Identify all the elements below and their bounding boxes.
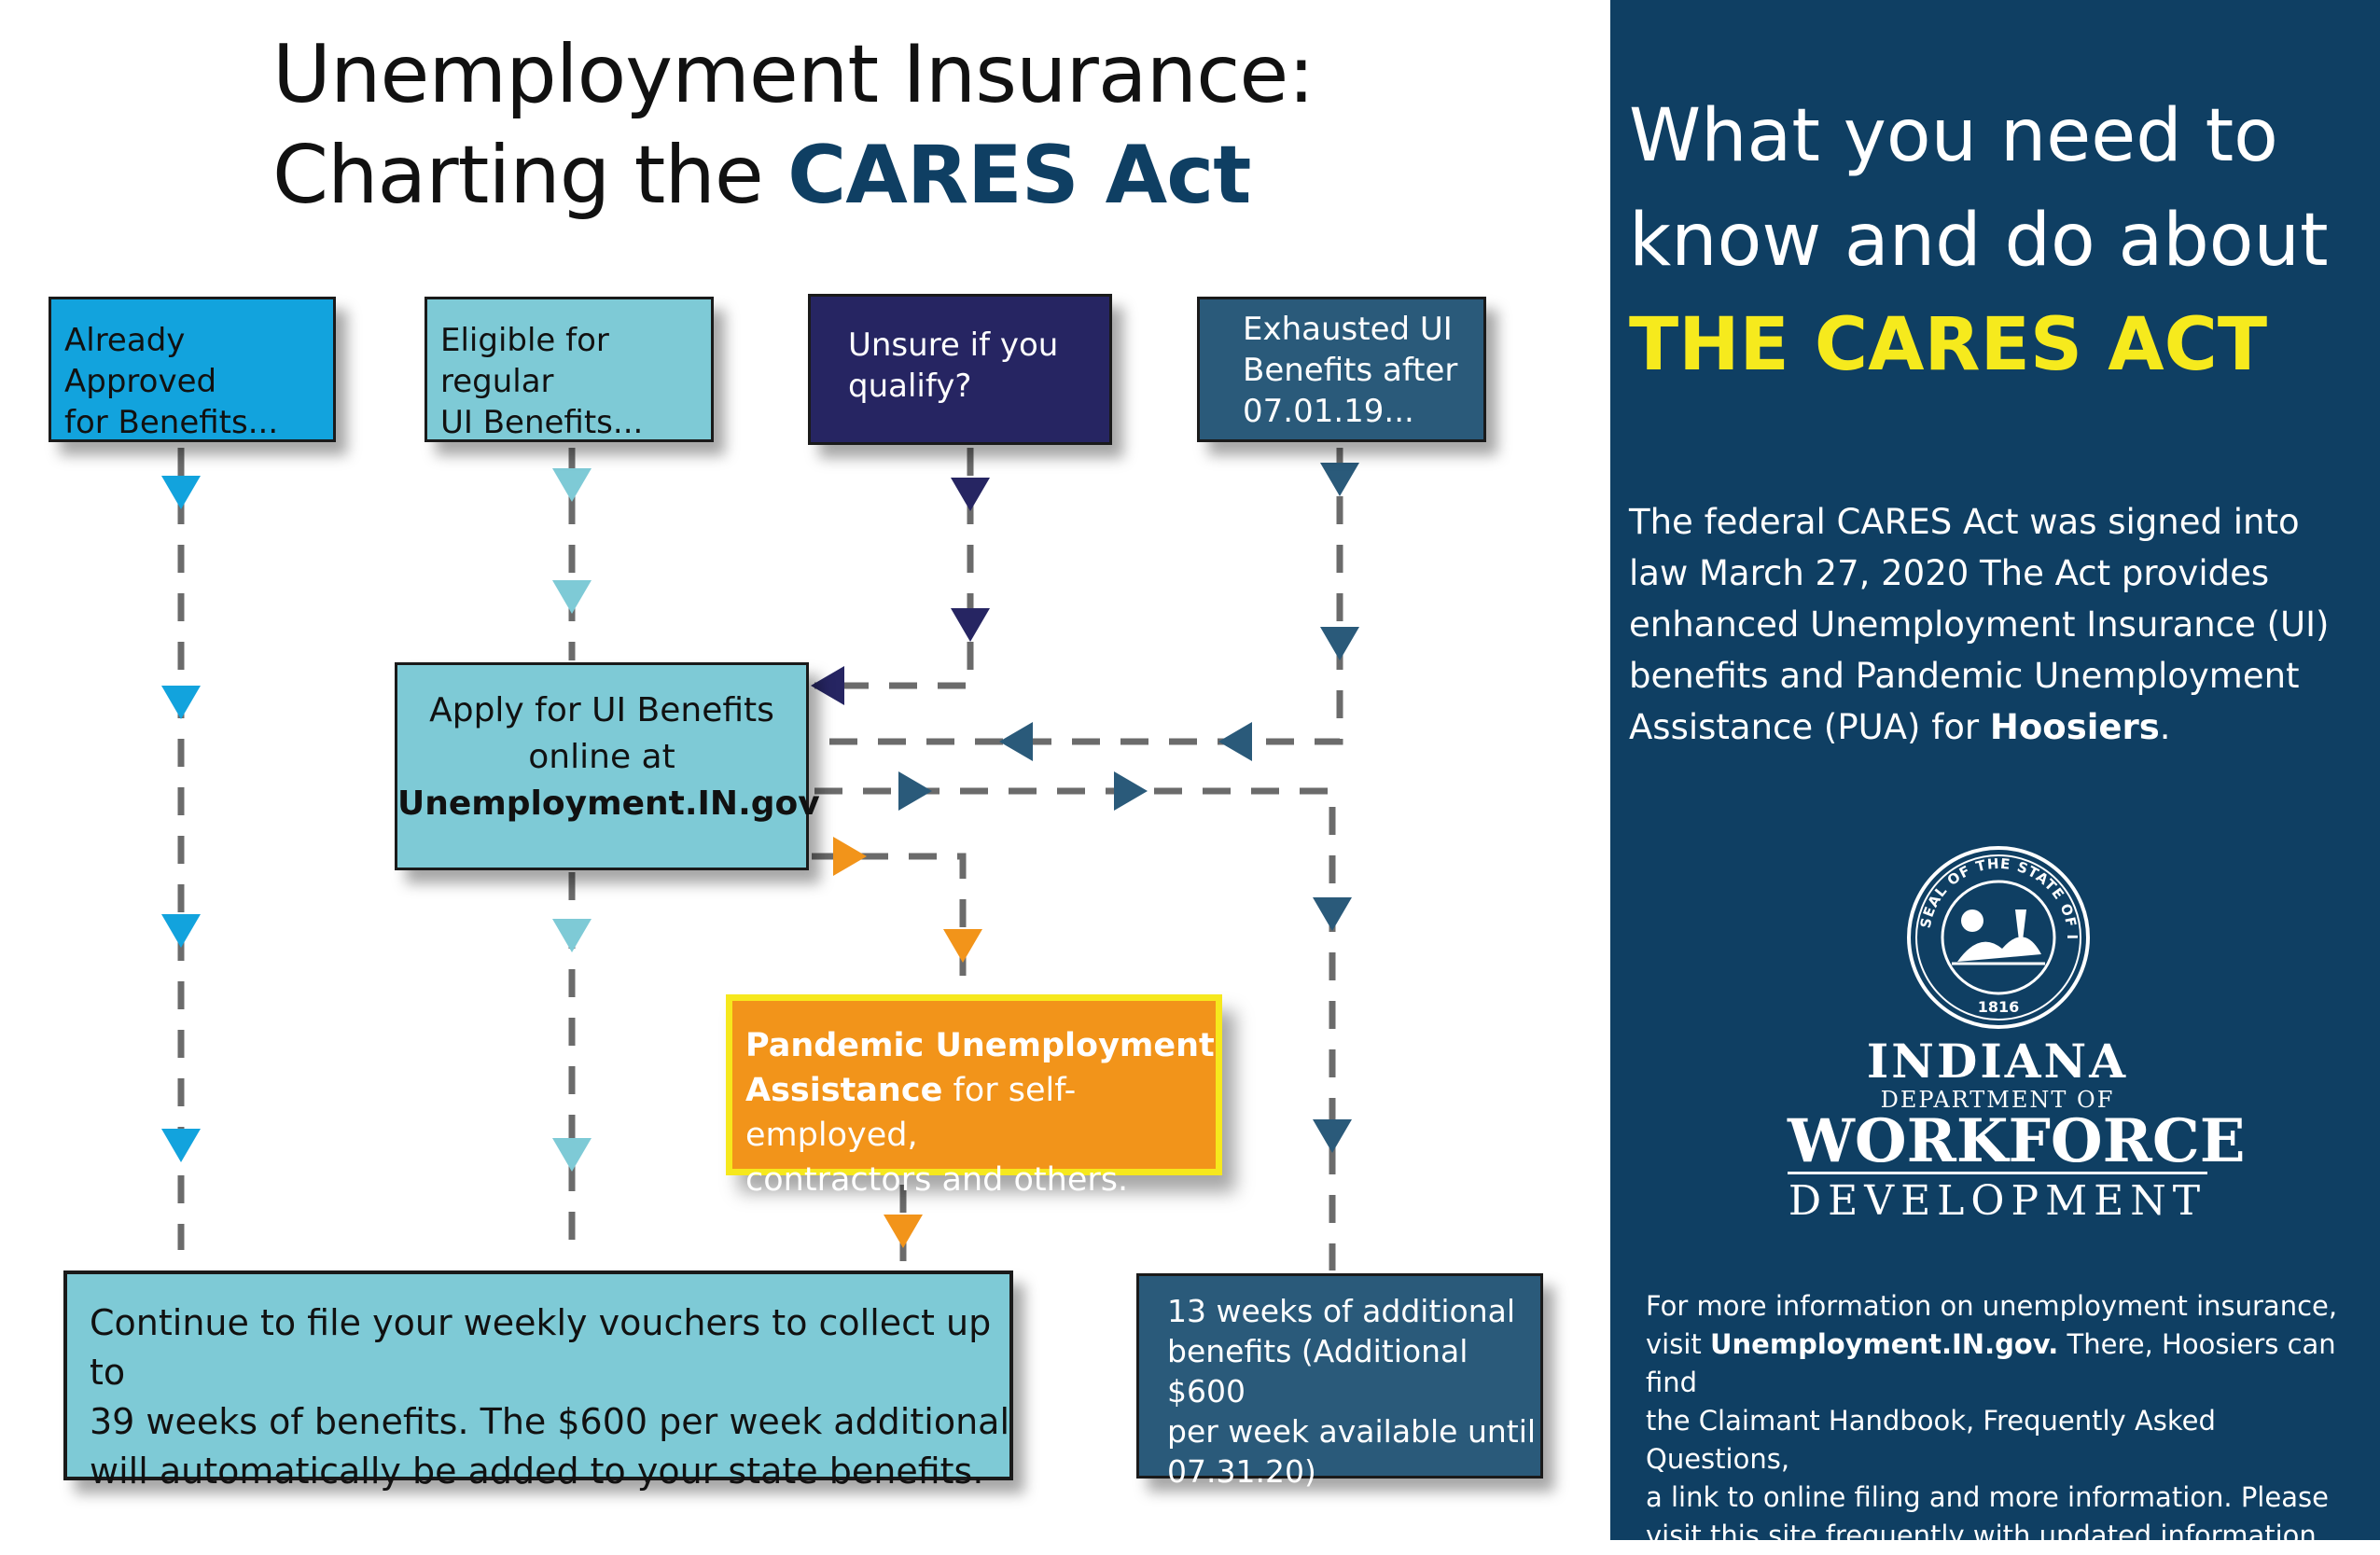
panel-footer: For more information on unemployment ins… <box>1646 1287 2355 1555</box>
panel-body-last-prefix: Assistance (PUA) for <box>1629 707 1990 747</box>
eligible-line-2: UI Benefits... <box>440 404 644 441</box>
exhausted-line-1: Exhausted UI <box>1243 311 1453 348</box>
arrow-right-1 <box>898 771 932 811</box>
extra-weeks-line-3: per week available until <box>1167 1413 1537 1450</box>
logo-development: DEVELOPMENT <box>1788 1177 2207 1225</box>
footer-line-2: visit Unemployment.IN.gov. There, Hoosie… <box>1646 1326 2355 1402</box>
panel-heading-2: know and do about <box>1629 199 2329 283</box>
panel-body-line-1: The federal CARES Act was signed into <box>1629 502 2300 542</box>
arrow-right-2 <box>1114 771 1148 811</box>
pua-line-2: Assistance for self-employed, <box>745 1068 1216 1158</box>
footer-line-4: a link to online filing and more informa… <box>1646 1481 2329 1513</box>
arrow-exh-left-1 <box>1218 722 1252 761</box>
arrow-col1-3 <box>161 914 201 948</box>
logo-indiana: INDIANA <box>1866 1034 2129 1089</box>
connector-apply-to-pua <box>812 853 967 993</box>
arrow-pua-right <box>833 837 867 876</box>
logo-workforce: WORKFORCE <box>1788 1106 2246 1176</box>
title-prefix: Charting the <box>272 129 788 222</box>
arrow-col2-3 <box>552 919 592 952</box>
title-accent: CARES Act <box>787 129 1251 222</box>
extra-weeks-line-4: 07.31.20) <box>1167 1453 1316 1490</box>
arrow-exh-left-2 <box>999 722 1033 761</box>
arrow-exh-1 <box>1320 463 1359 496</box>
arrow-unsure-1 <box>951 478 990 511</box>
arrow-col2-1 <box>552 468 592 502</box>
arrow-pua-out <box>884 1215 923 1248</box>
apply-line-2: online at <box>528 738 675 776</box>
unsure-line-2: qualify? <box>848 368 972 405</box>
footer-line-2-rest: There, Hoosiers can find <box>1646 1328 2336 1398</box>
already-approved-box: Already Approved for Benefits... <box>49 297 336 442</box>
exhausted-box: Exhausted UI Benefits after 07.01.19... <box>1197 297 1486 442</box>
arrow-unsure-2 <box>951 608 990 642</box>
dwd-logo: INDIANA DEPARTMENT OF WORKFORCE DEVELOPM… <box>1778 1034 2246 1229</box>
arrow-col1-4 <box>161 1129 201 1162</box>
panel-body-line-3: enhanced Unemployment Insurance (UI) <box>1629 604 2330 645</box>
pua-line-3: contractors and others. <box>745 1161 1129 1199</box>
exhausted-line-2: Benefits after <box>1243 352 1458 389</box>
connector-unsure <box>814 448 974 689</box>
page-title-line-1: Unemployment Insurance: <box>272 28 1315 121</box>
logo-department-of: DEPARTMENT OF <box>1880 1087 2115 1113</box>
arrow-col2-2 <box>552 580 592 614</box>
connector-exhausted-top <box>814 448 1343 745</box>
arrow-pua-down <box>943 929 982 963</box>
arrowheads <box>161 463 1359 1248</box>
arrow-exh-2 <box>1320 627 1359 660</box>
panel-body-line-5: Assistance (PUA) for Hoosiers. <box>1629 701 2366 753</box>
apply-box: Apply for UI Benefits online at Unemploy… <box>395 662 820 870</box>
flow-connectors <box>161 448 1359 1270</box>
panel-body: The federal CARES Act was signed into la… <box>1629 496 2366 753</box>
footer-url-link[interactable]: Unemployment.IN.gov. <box>1709 1328 2059 1360</box>
extra-weeks-line-1: 13 weeks of additional <box>1167 1293 1516 1329</box>
panel-body-last-suffix: . <box>2159 707 2171 747</box>
connector-apply-to-right <box>814 787 1336 1270</box>
arrow-right-down-2 <box>1313 1119 1352 1153</box>
apply-line-1: Apply for UI Benefits <box>429 691 774 729</box>
continue-line-3: will automatically be added to your stat… <box>90 1451 984 1492</box>
footer-line-1: For more information on unemployment ins… <box>1646 1290 2338 1322</box>
eligible-line-1: Eligible for regular <box>440 322 609 400</box>
arrow-col2-4 <box>552 1138 592 1172</box>
continue-filing-box: Continue to file your weekly vouchers to… <box>63 1270 1013 1492</box>
pua-box: Pandemic Unemployment Assistance for sel… <box>726 994 1222 1199</box>
arrow-col1-1 <box>161 476 201 509</box>
footer-line-5: visit this site frequently with updated … <box>1646 1520 2326 1551</box>
panel-body-line-4: benefits and Pandemic Unemployment <box>1629 656 2300 696</box>
seal-year: 1816 <box>1978 998 2020 1016</box>
pua-line-1: Pandemic Unemployment <box>745 1027 1215 1064</box>
page-title-line-2: Charting the CARES Act <box>272 129 1251 222</box>
panel-heading-3: THE CARES ACT <box>1629 303 2268 387</box>
footer-line-3: the Claimant Handbook, Frequently Asked … <box>1646 1405 2216 1475</box>
extra-weeks-box: 13 weeks of additional benefits (Additio… <box>1136 1273 1543 1490</box>
pua-rest: for self-employed, <box>745 1072 1077 1154</box>
panel-heading-1: What you need to <box>1629 94 2278 178</box>
already-approved-line-1: Already Approved <box>64 322 217 400</box>
continue-line-2: 39 weeks of benefits. The $600 per week … <box>90 1401 1009 1442</box>
pua-assistance: Assistance <box>745 1072 943 1109</box>
title-line-1-text: Unemployment Insurance: <box>272 28 1315 121</box>
arrow-col1-2 <box>161 686 201 719</box>
apply-url: Unemployment.IN.gov <box>397 784 820 823</box>
footer-visit: visit <box>1646 1328 1710 1360</box>
eligible-regular-box: Eligible for regular UI Benefits... <box>425 297 714 442</box>
arrow-unsure-left <box>811 666 844 705</box>
indiana-state-seal: SEAL OF THE STATE OF INDIANA 1816 <box>1905 844 2090 1029</box>
exhausted-line-3: 07.01.19... <box>1243 393 1414 430</box>
extra-weeks-line-2: benefits (Additional $600 <box>1167 1333 1468 1409</box>
panel-body-hoosiers: Hoosiers <box>1989 707 2160 747</box>
unsure-line-1: Unsure if you <box>848 326 1059 364</box>
arrow-right-down-1 <box>1313 897 1352 931</box>
already-approved-line-2: for Benefits... <box>64 404 279 441</box>
info-panel: What you need to know and do about THE C… <box>1610 0 2380 1551</box>
panel-body-line-2: law March 27, 2020 The Act provides <box>1629 553 2270 593</box>
continue-line-1: Continue to file your weekly vouchers to… <box>90 1302 992 1393</box>
unsure-box: Unsure if you qualify? <box>808 294 1112 445</box>
